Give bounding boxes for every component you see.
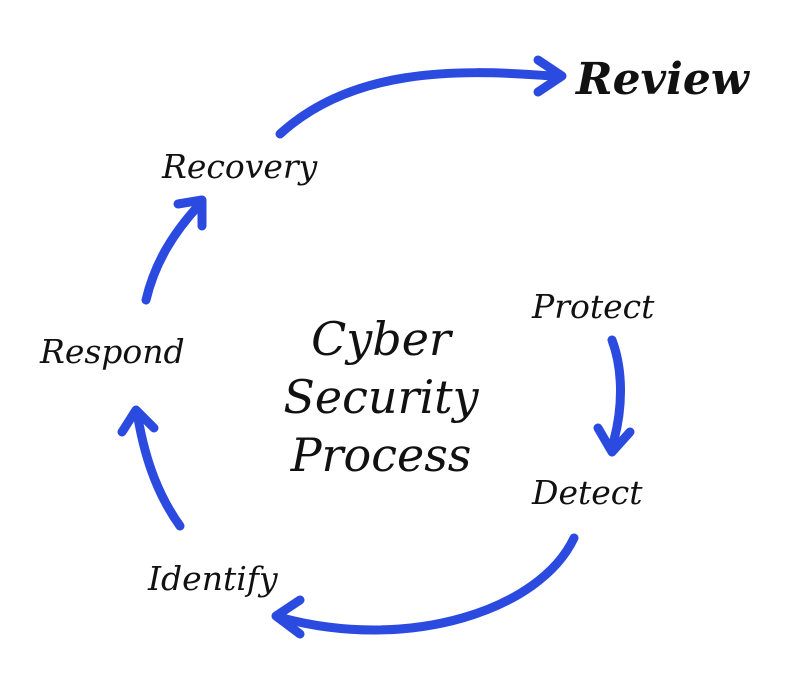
step-respond: Respond [40, 332, 185, 371]
center-title-line: Security [283, 370, 479, 424]
arrow-detect-to-identify [271, 533, 579, 639]
arrow-protect-to-detect [593, 335, 635, 457]
center-title: Cyber Security Process [236, 310, 526, 484]
step-review: Review [576, 54, 749, 105]
arrow-identify-to-respond [117, 405, 185, 531]
arrow-respond-to-recovery [141, 195, 207, 305]
center-title-line: Process [290, 428, 472, 482]
arrow-recovery-to-review [275, 55, 567, 139]
step-protect: Protect [532, 287, 655, 326]
step-identify: Identify [148, 559, 278, 598]
step-detect: Detect [532, 473, 643, 512]
step-recovery: Recovery [162, 147, 318, 186]
center-title-line: Cyber [311, 312, 451, 366]
